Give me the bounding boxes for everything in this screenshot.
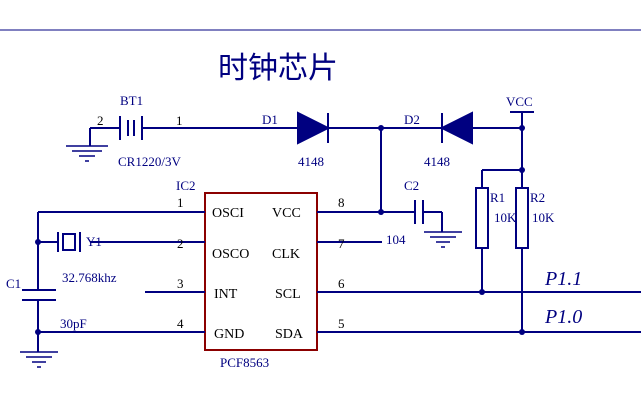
- ic-pin-name-scl: SCL: [275, 287, 301, 302]
- crystal-value: 32.768khz: [62, 270, 117, 285]
- vcc-label: VCC: [506, 94, 533, 109]
- diode-d1: D1 4148: [262, 111, 442, 169]
- battery-ground-symbol: [66, 145, 108, 162]
- c2-ref: C2: [404, 178, 419, 193]
- r1-value: 10K: [494, 210, 517, 225]
- ic-pin-num-5: 5: [338, 316, 345, 331]
- diode2-value: 4148: [424, 154, 450, 169]
- ic-pin-name-osci: OSCI: [212, 206, 244, 221]
- ic-pcf8563: IC2 PCF8563 1 2 3 4 8 7 6 5 OSCI OSCO IN…: [90, 178, 641, 370]
- ic-pin-name-sda: SDA: [275, 327, 304, 342]
- resistor-r1: R1 10K: [475, 169, 522, 292]
- junction-c1-gnd: [35, 329, 41, 335]
- ic-pin-num-6: 6: [338, 276, 345, 291]
- ic-pin-num-1: 1: [177, 195, 184, 210]
- ic-pin-name-vcc: VCC: [272, 206, 301, 221]
- capacitor-c2: C2 104: [381, 178, 462, 248]
- ic-pin-num-3: 3: [177, 276, 184, 291]
- c1-value: 30pF: [60, 316, 87, 331]
- r2-value: 10K: [532, 210, 555, 225]
- crystal-ref: Y1: [86, 234, 102, 249]
- battery-bt1: BT1 2 1 CR1220/3V: [66, 93, 298, 169]
- r1-ref: R1: [490, 190, 505, 205]
- ic-pin-num-2: 2: [177, 236, 184, 251]
- ic-pin-num-8: 8: [338, 195, 345, 210]
- c2-ground-symbol: [424, 231, 462, 248]
- net-label-p11: P1.1: [544, 268, 582, 290]
- ic-pin-name-int: INT: [214, 287, 238, 302]
- ic-pin-name-osco: OSCO: [212, 247, 249, 262]
- ic-body: [204, 192, 318, 351]
- c2-value: 104: [386, 232, 406, 247]
- net-label-p10: P1.0: [544, 306, 582, 328]
- diode-d2: D2 4148: [404, 111, 522, 169]
- ic-pin-name-gnd: GND: [214, 327, 244, 342]
- battery-value: CR1220/3V: [118, 154, 181, 169]
- ic-ref: IC2: [176, 178, 196, 193]
- diagram-title: 时钟芯片: [218, 51, 338, 86]
- c1-ground-symbol: [20, 351, 58, 368]
- r2-ref: R2: [530, 190, 545, 205]
- ic-part: PCF8563: [220, 355, 269, 370]
- battery-ref: BT1: [120, 93, 143, 108]
- diode2-ref: D2: [404, 112, 420, 127]
- battery-pin-2: 2: [97, 113, 104, 128]
- ic-pin-name-clk: CLK: [272, 247, 300, 262]
- crystal-y1: Y1 32.768khz: [37, 211, 145, 290]
- diode1-ref: D1: [262, 112, 278, 127]
- ic-pin-num-4: 4: [177, 316, 184, 331]
- junction-vcc: [519, 125, 525, 131]
- ic-pin-num-7: 7: [338, 236, 345, 251]
- c1-ref: C1: [6, 276, 21, 291]
- diode1-value: 4148: [298, 154, 324, 169]
- resistor-r2: R2 10K: [515, 170, 555, 332]
- battery-pin-1: 1: [176, 113, 183, 128]
- junction-crystal-left: [35, 239, 41, 245]
- capacitor-c1: C1 30pF: [6, 276, 145, 368]
